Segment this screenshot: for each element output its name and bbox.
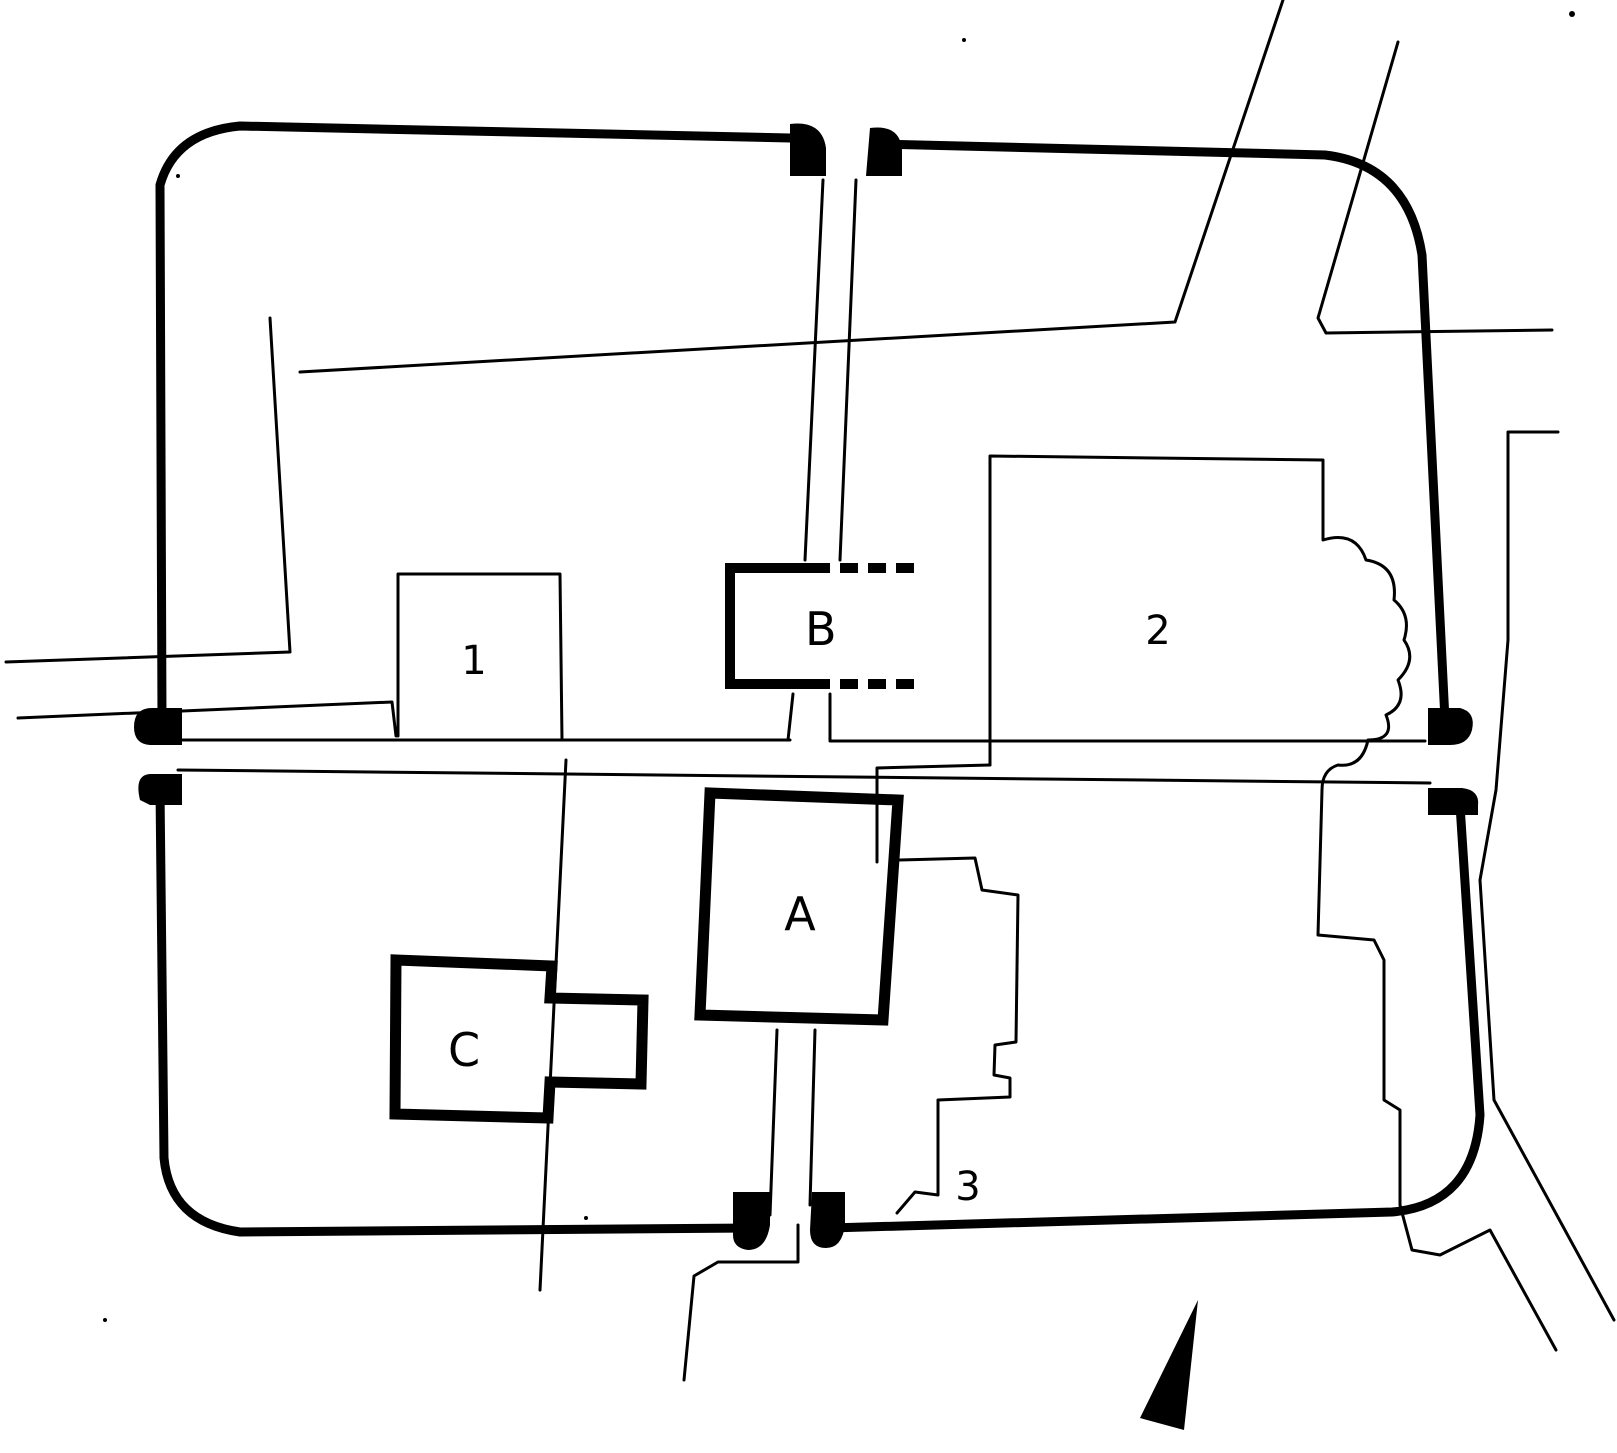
area-2-outline xyxy=(988,454,1412,792)
enclosure-wall xyxy=(155,121,1485,1237)
street-edge-lower xyxy=(176,768,1432,785)
building-b: B xyxy=(725,563,922,689)
building-c: C xyxy=(389,954,649,1124)
road-edge-top-right xyxy=(1316,40,1554,335)
parcel-line-center-vertical xyxy=(538,758,568,1292)
gate-post-north-right xyxy=(866,127,902,176)
gate-post-south-left xyxy=(733,1192,770,1250)
building-c-label: C xyxy=(448,1023,480,1077)
building-b-label: B xyxy=(805,602,837,656)
building-a: A xyxy=(694,787,904,1026)
gate-post-east-lower xyxy=(1428,788,1479,815)
road-edge-top-diagonal xyxy=(298,0,1285,374)
area-2-link xyxy=(875,763,992,864)
gate-post-south-right xyxy=(810,1192,845,1248)
area-1-outline xyxy=(396,572,564,742)
gate-post-west-lower xyxy=(138,774,182,805)
wall-northwest xyxy=(155,121,795,727)
wall-southwest xyxy=(155,785,757,1237)
street-edge-mid-left xyxy=(786,692,795,742)
north-arrow-icon xyxy=(1140,1300,1198,1430)
contour-line-3 xyxy=(895,856,1020,1215)
building-a-outline xyxy=(694,787,904,1026)
street-edge-south-right xyxy=(808,1028,817,1207)
area-2-label: 2 xyxy=(1145,608,1170,654)
gate-post-east-upper xyxy=(1428,708,1473,745)
marker-3-label: 3 xyxy=(955,1164,980,1210)
street-edge-north-left xyxy=(803,178,825,562)
wall-southeast xyxy=(825,800,1485,1233)
parcel-line-left xyxy=(4,316,292,664)
contour-line-right xyxy=(1316,788,1558,1352)
gate-post-west-upper xyxy=(134,708,182,745)
street-edge-north-right xyxy=(838,178,858,562)
background-lines xyxy=(4,0,1616,1382)
road-line-left-lower xyxy=(16,700,398,738)
road-edge-far-right-1 xyxy=(1478,430,1616,1322)
building-a-label: A xyxy=(784,887,816,941)
building-c-outline xyxy=(389,954,649,1124)
gate-post-north-left xyxy=(790,123,826,176)
street-edge-south-left xyxy=(768,1028,779,1217)
path-line-bottom xyxy=(682,1223,800,1382)
area-1-label: 1 xyxy=(461,638,486,684)
building-b-outline xyxy=(725,563,812,689)
wall-northeast xyxy=(875,139,1450,725)
scan-specks xyxy=(103,11,1575,1322)
gate-posts xyxy=(134,123,1479,1250)
